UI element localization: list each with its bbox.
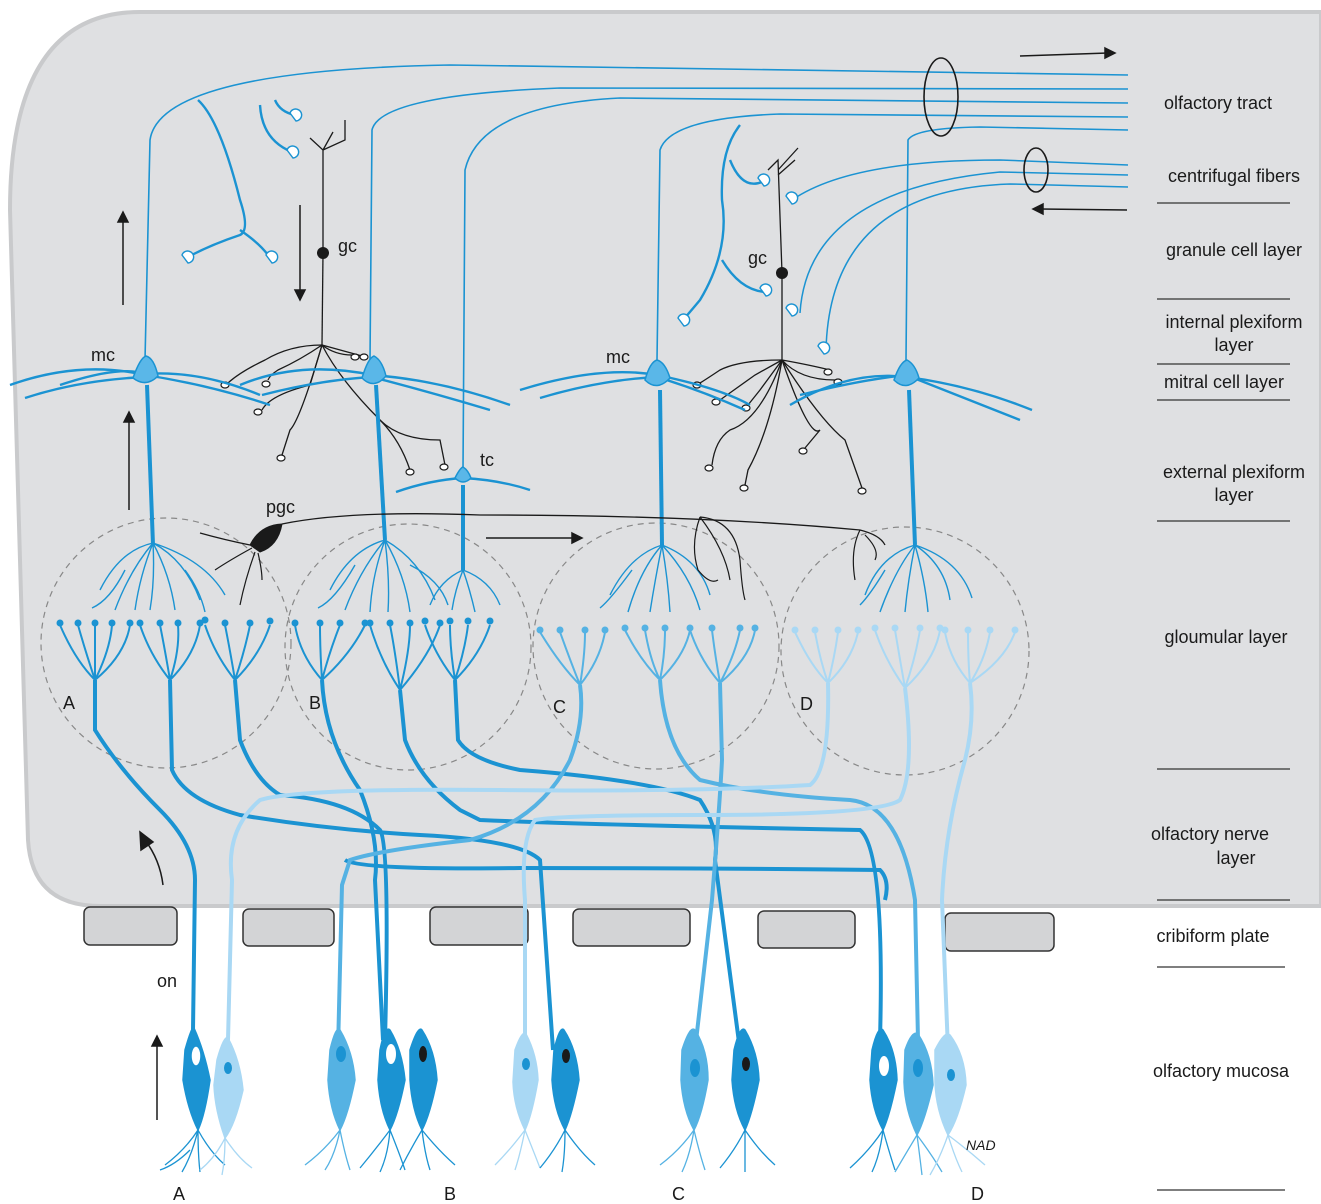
label-gc-right: gc [748,248,767,268]
receptor-group-labels: A B C D [173,1184,984,1204]
label-mc-left: mc [91,345,115,365]
layer-label-glomerular: gloumular layer [1164,627,1287,647]
label-mc-right: mc [606,347,630,367]
layer-label-granule-cell: granule cell layer [1166,240,1302,260]
receptor-label-a: A [173,1184,185,1204]
glomerulus-label-c: C [553,697,566,717]
label-on: on [157,971,177,991]
layer-label-cribiform-plate: cribiform plate [1156,926,1269,946]
receptor-label-b: B [444,1184,456,1204]
label-pgc: pgc [266,497,295,517]
receptor-neurons [183,1028,966,1138]
olfactory-bulb-tissue [10,12,1321,906]
label-tc: tc [480,450,494,470]
receptor-cilia [160,1130,985,1175]
glomerulus-label-b: B [309,693,321,713]
glomerulus-label-a: A [63,693,75,713]
layer-label-olfactory-tract: olfactory tract [1164,93,1272,113]
receptor-label-c: C [672,1184,685,1204]
receptor-label-d: D [971,1184,984,1204]
layer-label-olfactory-mucosa: olfactory mucosa [1153,1061,1290,1081]
glomerulus-label-d: D [800,694,813,714]
label-gc-left: gc [338,236,357,256]
layer-label-mitral-cell: mitral cell layer [1164,372,1284,392]
layer-label-centrifugal-fibers: centrifugal fibers [1168,166,1300,186]
artist-signature: NAD [966,1137,996,1153]
